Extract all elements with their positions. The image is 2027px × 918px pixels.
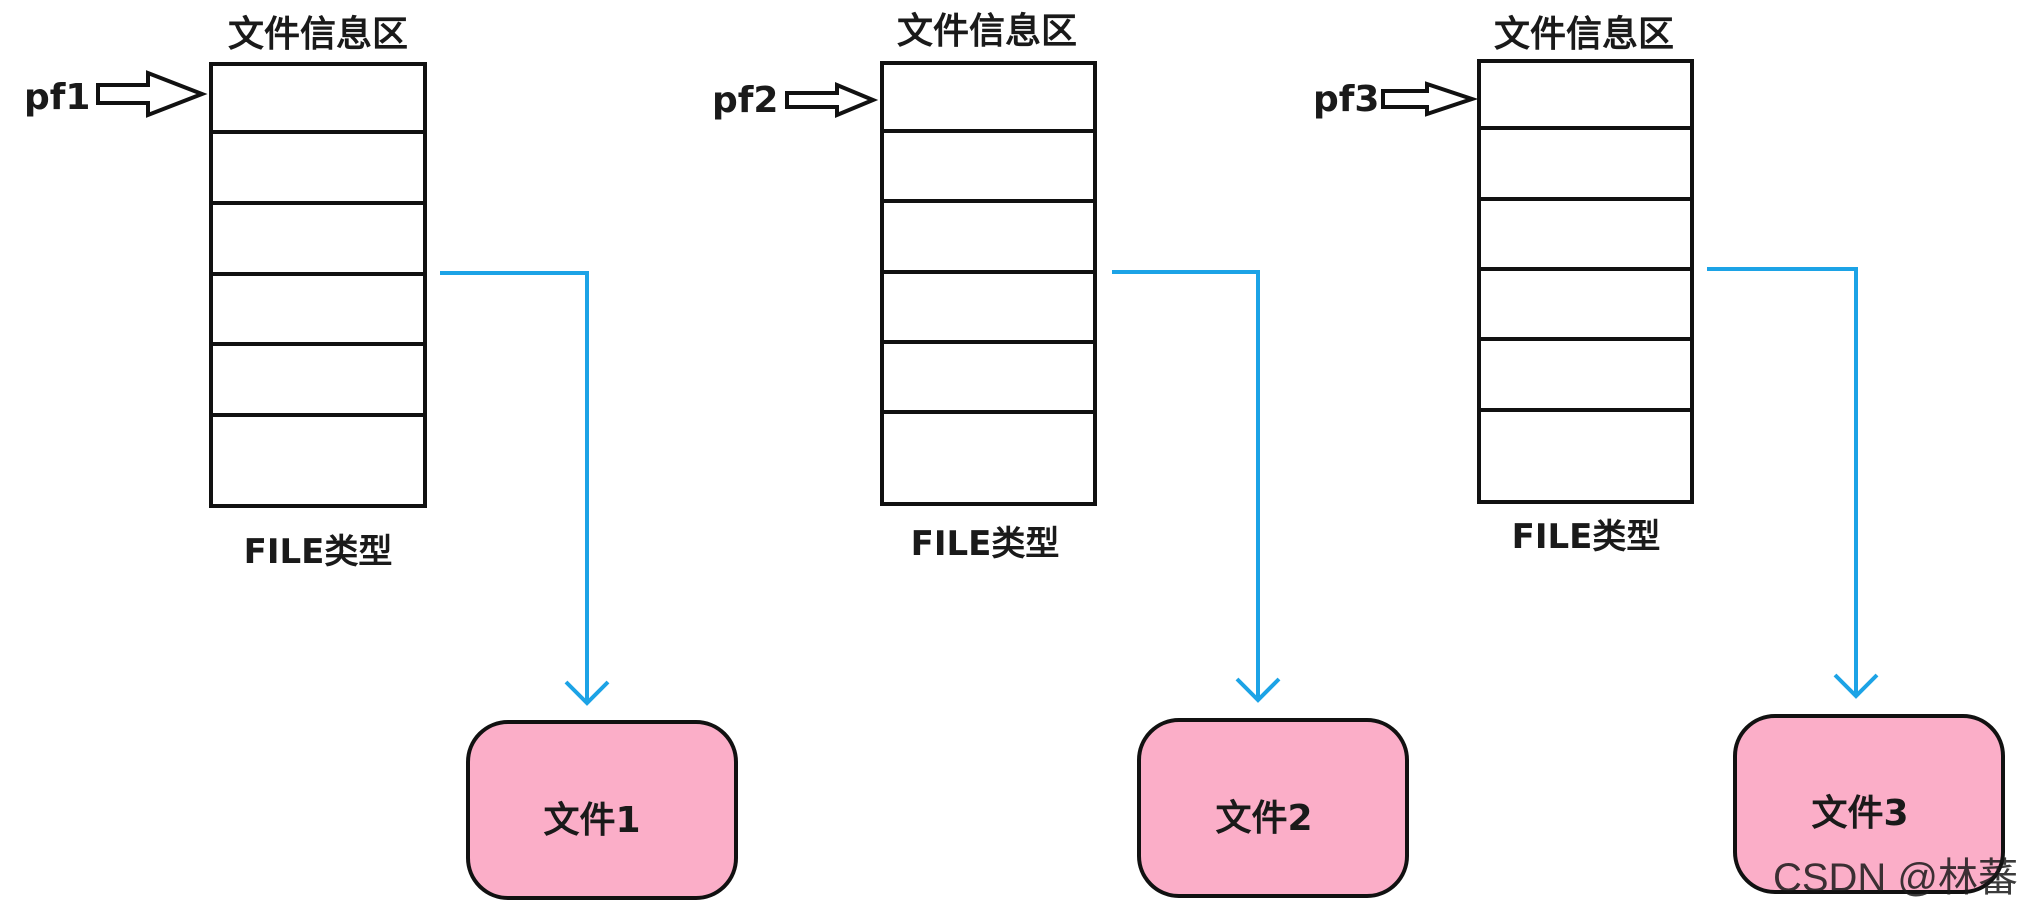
struct-type-3: FILE类型 xyxy=(1512,517,1661,557)
pointer-label-pf2: pf2 xyxy=(712,80,778,121)
watermark-text: CSDN @林蕃 xyxy=(1773,856,2018,900)
pointer-arrow-3 xyxy=(1381,81,1479,117)
file-struct-1 xyxy=(209,62,427,508)
pointer-label-pf1: pf1 xyxy=(24,77,90,118)
file-node-1 xyxy=(466,720,738,900)
connector-arrowhead-1 xyxy=(564,680,610,706)
struct-box xyxy=(1477,59,1694,504)
unit-1: 文件信息区 pf1 FILE类型 文件1 xyxy=(24,14,738,900)
pointer-arrow-1 xyxy=(96,70,208,118)
connector-1 xyxy=(440,271,589,700)
connector-3 xyxy=(1707,267,1858,693)
file-node-3 xyxy=(1733,714,2005,894)
pointer-label-pf3: pf3 xyxy=(1313,79,1379,120)
struct-box xyxy=(209,62,427,508)
connector-2 xyxy=(1112,270,1260,697)
connector-arrowhead-2 xyxy=(1235,677,1281,703)
struct-title-3: 文件信息区 xyxy=(1494,14,1674,55)
pointer-arrow-2 xyxy=(785,82,879,118)
unit-3: 文件信息区 pf3 FILE类型 文件3 xyxy=(1313,14,2005,894)
file-struct-2 xyxy=(880,61,1097,506)
struct-title-1: 文件信息区 xyxy=(228,14,408,55)
file-node-2 xyxy=(1137,718,1409,898)
struct-type-2: FILE类型 xyxy=(911,524,1060,564)
struct-title-2: 文件信息区 xyxy=(897,11,1077,52)
connector-arrowhead-3 xyxy=(1833,673,1879,699)
unit-2: 文件信息区 pf2 FILE类型 文件2 xyxy=(712,11,1409,898)
file-label-2: 文件2 xyxy=(1215,798,1312,839)
file-struct-3 xyxy=(1477,59,1694,504)
file-label-3: 文件3 xyxy=(1811,793,1908,834)
struct-box xyxy=(880,61,1097,506)
struct-type-1: FILE类型 xyxy=(244,532,393,572)
file-label-1: 文件1 xyxy=(543,800,640,841)
